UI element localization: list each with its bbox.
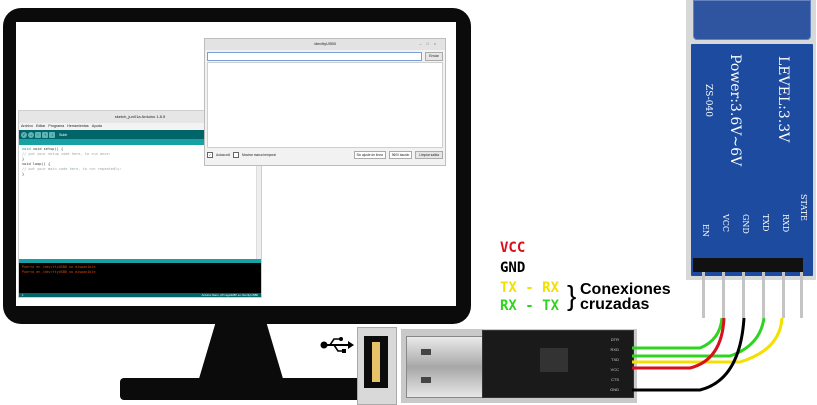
minimize-icon[interactable]: –: [419, 42, 427, 46]
wire-green: [632, 317, 766, 358]
usb-serial-board: DTR RXD TXD VCC CTS GND: [482, 330, 634, 398]
adapter-pin-txd: TXD: [611, 357, 619, 362]
header-pin: [800, 272, 803, 318]
header-pin: [742, 272, 745, 318]
screen: sketch_jun01a Arduino 1.8.5 Archivo Edit…: [16, 22, 456, 306]
adapter-pin-cts: CTS: [611, 377, 619, 382]
editor-scrollbar[interactable]: [256, 145, 261, 259]
code-line: }: [22, 172, 25, 176]
window-controls: –□×: [419, 39, 441, 50]
wire-gnd: [632, 317, 746, 392]
wire-tx-rx: [632, 317, 784, 364]
module-pin-en: EN: [701, 224, 710, 237]
serial-monitor-window: /dev/ttyUSB0 –□× Enviar ✓ Autoscroll Mos…: [204, 38, 446, 166]
menu-ayuda[interactable]: Ayuda: [91, 124, 102, 128]
code-line: // put your main code here, to run repea…: [22, 167, 122, 171]
header-pin: [722, 272, 725, 318]
code-line: void loop() {: [22, 162, 51, 166]
code-line: // put your setup code here, to run once…: [22, 152, 111, 156]
header-pin: [782, 272, 785, 318]
legend-note-line2: cruzadas: [580, 296, 650, 313]
module-model-label: ZS-040: [703, 84, 713, 117]
module-pin-gnd: GND: [741, 214, 750, 234]
status-bar: 1 Arduino Nano, ATmega328P en /dev/ttyUS…: [19, 293, 261, 297]
wire-vcc: [632, 317, 726, 370]
timestamp-label: Mostrar marca temporal: [242, 153, 276, 157]
adapter-chip: [540, 348, 568, 372]
serial-send-input[interactable]: [207, 51, 422, 61]
code-line: }: [22, 157, 25, 161]
serial-options: ✓ Autoscroll Mostrar marca temporal Sin …: [205, 148, 445, 162]
usb-plug-hole: [421, 377, 431, 383]
module-pin-state: STATE: [799, 194, 808, 221]
toolbar-label: Subir: [59, 132, 68, 137]
serial-title: /dev/ttyUSB0: [313, 42, 337, 46]
adapter-pin-dtr: DTR: [610, 337, 619, 342]
legend-rx-tx: RX - TX: [500, 298, 560, 314]
timestamp-checkbox[interactable]: [233, 152, 239, 158]
menu-editar[interactable]: Editar: [35, 124, 46, 128]
new-icon[interactable]: ▫: [35, 131, 41, 138]
status-line-number: 1: [22, 293, 24, 297]
line-ending-select[interactable]: Sin ajuste de línea: [353, 151, 386, 159]
status-board: Arduino Nano, ATmega328P en /dev/ttyUSB0: [201, 293, 258, 297]
open-icon[interactable]: ↑: [42, 131, 48, 138]
code-line: void void setup() {: [22, 147, 64, 151]
autoscroll-checkbox[interactable]: ✓: [207, 152, 213, 158]
ide-title: sketch_jun01a Arduino 1.8.5: [19, 111, 261, 123]
serial-input-row: Enviar: [205, 50, 445, 62]
verify-icon[interactable]: ✓: [21, 131, 27, 138]
baud-select[interactable]: 9600 baudio: [388, 151, 413, 159]
console-output: Puerto en /dev/ttyUSB0 no disponible Pue…: [19, 263, 261, 293]
serial-title-bar: /dev/ttyUSB0 –□×: [205, 39, 445, 50]
ide-menubar: Archivo Editar Programa Herramientas Ayu…: [19, 123, 261, 130]
header-pin: [762, 272, 765, 318]
ide-toolbar: ✓ → ▫ ↑ ↓ Subir: [19, 130, 261, 139]
usb-plug: [406, 336, 496, 398]
legend-note-line1: Conexiones: [580, 281, 671, 298]
adapter-pin-vcc: VCC: [610, 367, 619, 372]
wire-rx-tx: [632, 317, 724, 350]
usb-icon: [320, 337, 354, 353]
legend-vcc: VCC: [500, 240, 526, 256]
close-icon[interactable]: ×: [433, 42, 441, 46]
monitor-base: [120, 378, 368, 400]
console-line: Puerto en /dev/ttyUSB0 no disponible: [22, 270, 96, 274]
menu-programa[interactable]: Programa: [48, 124, 65, 128]
console-divider: [19, 259, 261, 263]
upload-icon[interactable]: →: [28, 131, 34, 138]
module-level-label: LEVEL:3.3V: [775, 56, 791, 143]
bluetooth-pin-header: [693, 258, 803, 272]
usb-port-contacts: [372, 342, 380, 382]
adapter-pin-rxd: RXD: [610, 347, 619, 352]
header-pin: [702, 272, 705, 318]
module-pin-txd: TXD: [761, 214, 770, 232]
legend-tx-rx: TX - RX: [500, 280, 560, 296]
bluetooth-breakout-board: Power:3.6V~6V LEVEL:3.3V ZS-040 EN VCC G…: [689, 42, 815, 278]
send-button[interactable]: Enviar: [425, 51, 443, 61]
brace-icon: }: [567, 280, 577, 311]
console-line: Puerto en /dev/ttyUSB0 no disponible: [22, 265, 96, 269]
module-power-label: Power:3.6V~6V: [727, 54, 743, 167]
clear-output-button[interactable]: Limpiar salida: [415, 151, 443, 159]
bluetooth-antenna-board: [693, 0, 811, 40]
serial-output: [207, 62, 443, 148]
maximize-icon[interactable]: □: [426, 42, 434, 46]
module-pin-vcc: VCC: [721, 214, 730, 233]
save-icon[interactable]: ↓: [49, 131, 55, 138]
adapter-pin-gnd: GND: [610, 387, 619, 392]
menu-herramientas[interactable]: Herramientas: [67, 124, 89, 128]
legend-gnd: GND: [500, 260, 526, 276]
usb-plug-hole: [421, 349, 431, 355]
autoscroll-label: Autoscroll: [216, 153, 230, 157]
menu-archivo[interactable]: Archivo: [21, 124, 33, 128]
module-pin-rxd: RXD: [781, 214, 790, 233]
